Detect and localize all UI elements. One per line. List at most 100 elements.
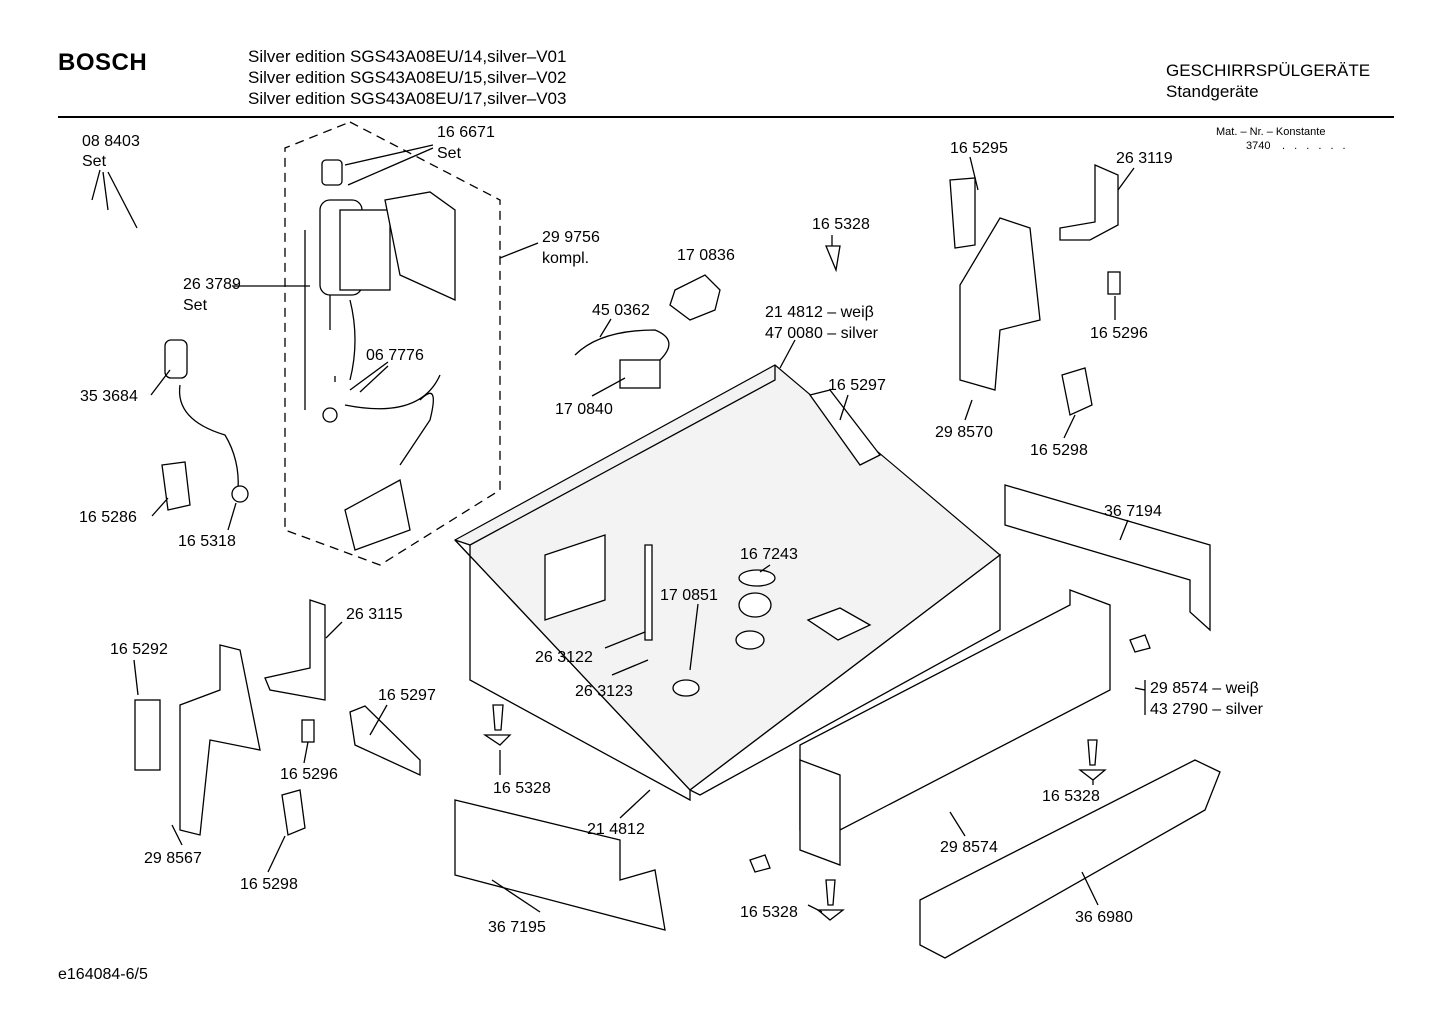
- label-067776: 06 7776: [366, 347, 424, 364]
- leader-170840: [591, 377, 626, 397]
- label-367194: 36 7194: [1104, 503, 1162, 520]
- leader-299756: [499, 242, 539, 259]
- leader-165298-a: [1063, 414, 1076, 439]
- leader-298567: [171, 824, 183, 846]
- foot-165328-c: [1078, 739, 1107, 781]
- label-165328-d: 16 5328: [740, 904, 798, 921]
- label-165297-a: 16 5297: [828, 377, 886, 394]
- label-165297-b: 16 5297: [378, 687, 436, 704]
- label-165286: 16 5286: [79, 509, 137, 526]
- bracket-263115: [264, 599, 326, 701]
- screw-bottom: [749, 854, 771, 873]
- label-165295: 16 5295: [950, 140, 1008, 157]
- leader-367194: [1119, 519, 1129, 541]
- part-labels: 08 8403 Set 16 6671 Set 29 9756 kompl. 2…: [79, 124, 1264, 936]
- label-299756: 29 9756: [542, 229, 600, 246]
- leader-165298-b: [267, 835, 286, 873]
- leader-067776: [334, 361, 389, 393]
- base-plate: [806, 607, 872, 641]
- spring-hose-part: [164, 339, 188, 379]
- base-float: [672, 679, 700, 697]
- leader-263123: [611, 659, 649, 676]
- base-frame: [454, 364, 1001, 802]
- label-165298-b: 16 5298: [240, 876, 298, 893]
- label-166671-set: Set: [437, 145, 462, 162]
- base-window: [544, 534, 606, 621]
- pump-bracket: [344, 479, 411, 551]
- plinth-366980: [919, 759, 1221, 959]
- label-214812: 21 4812: [587, 821, 645, 838]
- label-170851: 17 0851: [660, 587, 718, 604]
- label-165318: 16 5318: [178, 533, 236, 550]
- label-298567: 29 8567: [144, 850, 202, 867]
- leader-367195: [491, 879, 541, 913]
- header-rule: [58, 116, 1394, 118]
- model-line-2: Silver edition SGS43A08EU/15,silver–V02: [248, 68, 567, 87]
- pump-hose: [329, 295, 356, 381]
- label-367195: 36 7195: [488, 919, 546, 936]
- bracket-263119: [1059, 164, 1119, 241]
- base-back-edge: [469, 365, 776, 546]
- leader-lines: [91, 144, 1146, 913]
- spring-165297-b: [349, 705, 421, 777]
- label-298570: 29 8570: [935, 424, 993, 441]
- base-pillar: [644, 544, 653, 641]
- label-165328-b: 16 5328: [493, 780, 551, 797]
- leader-214812-weiss: [779, 339, 796, 369]
- base-sump: [738, 592, 772, 618]
- leader-263789: [232, 230, 310, 410]
- plinth-end: [799, 759, 841, 866]
- screw-top: [825, 245, 841, 273]
- leader-298574: [949, 811, 966, 837]
- leader-165296-b: [303, 741, 309, 764]
- material-note-dots: . . . . . .: [1282, 140, 1349, 152]
- material-note-label: Mat. – Nr. – Konstante: [1216, 126, 1326, 138]
- switch-part: [619, 359, 661, 389]
- label-263115: 26 3115: [346, 606, 403, 623]
- pump-fitting: [321, 159, 343, 186]
- bracket-165295: [949, 177, 976, 249]
- leader-298574-weiss: [1134, 680, 1146, 715]
- drawing-code: e164084-6/5: [58, 966, 148, 983]
- model-list: Silver edition SGS43A08EU/14,silver–V01 …: [248, 46, 566, 109]
- clip-part: [161, 461, 191, 511]
- label-165328-c: 16 5328: [1042, 788, 1100, 805]
- pump-cable: [344, 374, 441, 410]
- leader-170851: [689, 603, 699, 671]
- foot-165328-d: [816, 879, 845, 921]
- label-450362: 45 0362: [592, 302, 650, 319]
- pump-nut: [322, 407, 338, 423]
- category-subtitle: Standgeräte: [1166, 82, 1259, 101]
- leader-166671: [344, 144, 434, 186]
- leader-263122: [604, 631, 646, 649]
- label-165298-a: 16 5298: [1030, 442, 1088, 459]
- label-298574: 29 8574: [940, 839, 998, 856]
- panel-367194: [1004, 484, 1211, 632]
- pump-kit-boundary: [284, 121, 501, 566]
- clip-165296-b: [301, 719, 315, 743]
- switch-165298-a: [1061, 367, 1093, 416]
- leader-214812: [619, 789, 651, 819]
- label-088403-set: Set: [82, 153, 107, 170]
- clip-165296-a: [1107, 271, 1121, 295]
- leader-165297-a: [839, 394, 849, 421]
- bracket-298570: [959, 217, 1041, 391]
- drain-hose: [178, 384, 239, 491]
- leader-165295: [969, 156, 979, 191]
- pump-assembly: [284, 121, 501, 566]
- label-263123: 26 3123: [575, 683, 633, 700]
- leader-165318: [227, 502, 237, 531]
- label-263789-set: Set: [183, 297, 208, 314]
- label-165328-a: 16 5328: [812, 216, 870, 233]
- label-299756-kompl: kompl.: [542, 250, 589, 267]
- label-170836: 17 0836: [677, 247, 735, 264]
- base-spring-top: [808, 389, 881, 466]
- base-left-wall: [454, 539, 691, 802]
- bracket-298567: [179, 644, 261, 836]
- leader-165286: [151, 497, 169, 517]
- label-263122: 26 3122: [535, 649, 593, 666]
- cable-part: [574, 329, 670, 361]
- leader-263119: [1117, 167, 1135, 191]
- connector-part: [669, 274, 721, 321]
- label-167243: 16 7243: [740, 546, 798, 563]
